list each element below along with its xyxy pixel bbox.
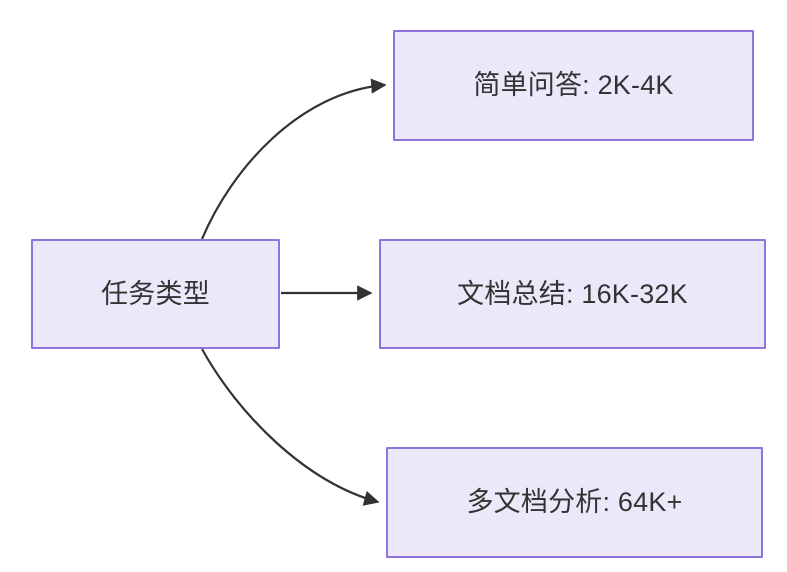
edge-task-type-to-simple-qa	[200, 78, 387, 240]
node-doc-summary-label: 文档总结: 16K-32K	[457, 278, 688, 309]
node-doc-summary[interactable]: 文档总结: 16K-32K	[379, 239, 766, 349]
node-task-type-label: 任务类型	[101, 278, 210, 309]
node-simple-qa-label: 简单问答: 2K-4K	[473, 70, 674, 101]
edge-task-type-to-multi-doc	[201, 348, 380, 506]
node-task-type[interactable]: 任务类型	[31, 239, 280, 349]
node-multi-doc-label: 多文档分析: 64K+	[466, 487, 683, 518]
node-simple-qa[interactable]: 简单问答: 2K-4K	[393, 30, 754, 141]
node-multi-doc[interactable]: 多文档分析: 64K+	[386, 447, 763, 558]
